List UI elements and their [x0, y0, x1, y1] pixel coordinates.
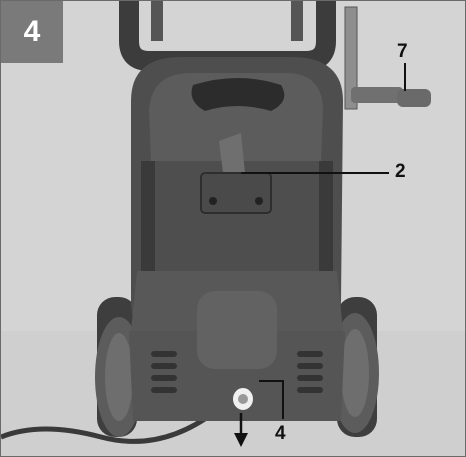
- hose: [1, 409, 218, 444]
- callout-4: 4: [275, 423, 286, 444]
- callout-7: 7: [397, 41, 408, 62]
- main-housing: [129, 57, 345, 421]
- leader-line-4: [259, 380, 284, 419]
- crank-handle: [344, 6, 431, 110]
- figure-number-badge: 4: [1, 1, 63, 63]
- callout-2: 2: [395, 161, 406, 182]
- down-arrow-icon: [234, 413, 248, 447]
- water-inlet: [231, 386, 255, 412]
- hose-holder-bracket: [200, 133, 272, 214]
